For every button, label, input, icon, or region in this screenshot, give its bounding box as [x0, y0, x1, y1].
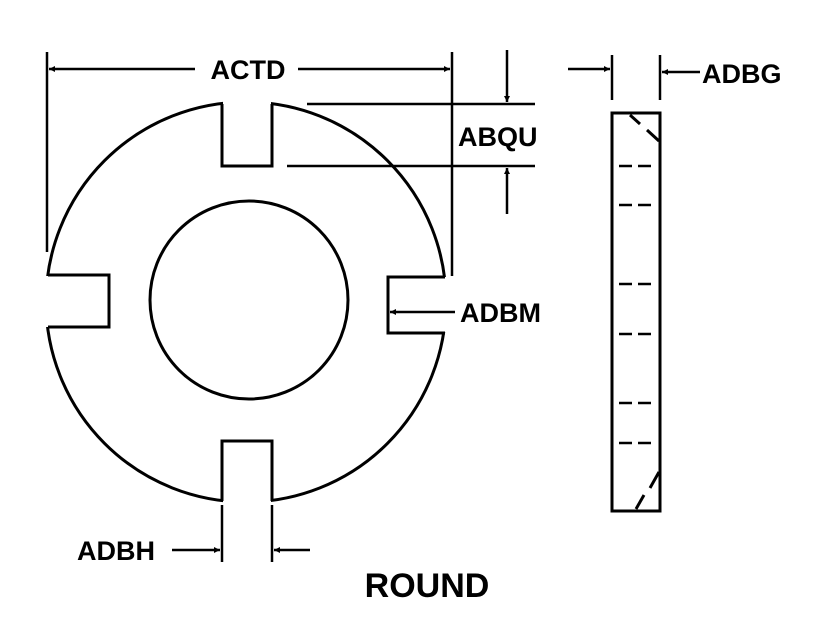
dimension-label-adbm: ADBM [460, 298, 541, 328]
dimension-lines [45, 50, 700, 562]
dimension-label-adbg: ADBG [702, 59, 782, 89]
left-slot [48, 273, 111, 329]
dimension-label-actd: ACTD [211, 55, 286, 85]
washer-side-view [610, 111, 662, 513]
top-slot [220, 104, 274, 168]
washer-front-view [38, 95, 458, 511]
right-slot [386, 275, 445, 335]
bottom-slot [220, 439, 274, 501]
diagram-title: ROUND [365, 567, 490, 605]
dimension-label-abqu: ABQU [458, 122, 538, 152]
inner-bore [148, 199, 350, 401]
dimension-label-adbh: ADBH [77, 536, 155, 566]
